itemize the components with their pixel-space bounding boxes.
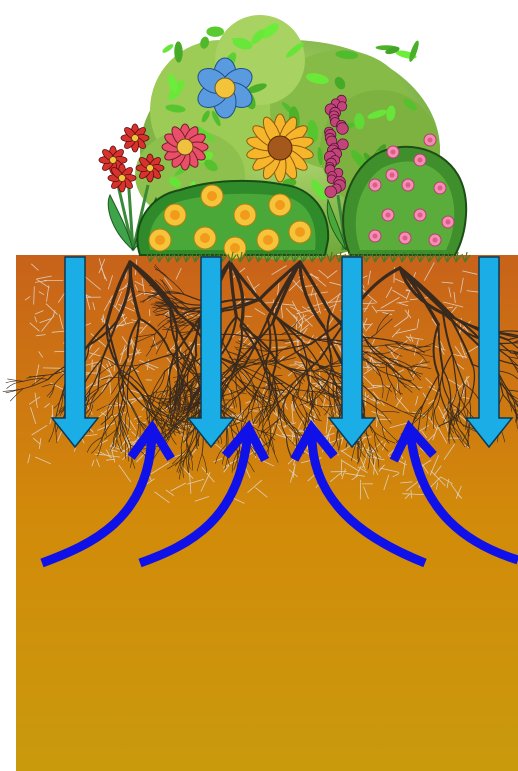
flower-bed-diagram — [0, 0, 518, 771]
